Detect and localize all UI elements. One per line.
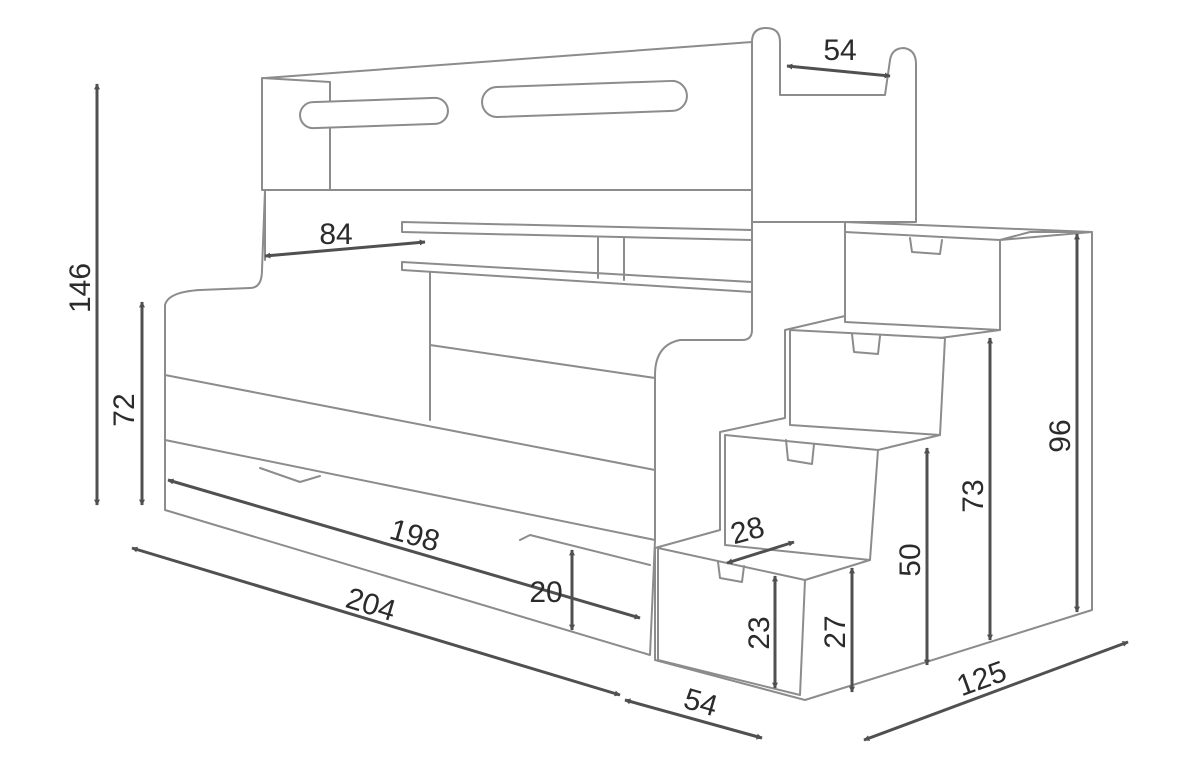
stairs (654, 221, 1093, 701)
label-204: 204 (342, 582, 400, 628)
ladder-post (751, 27, 917, 223)
arrow-204 (131, 546, 621, 697)
step-third (789, 329, 946, 436)
dimension-arrows (94, 63, 1129, 742)
dimension-labels: 146 72 84 54 198 204 20 54 125 28 23 27 … (64, 34, 1077, 723)
arrow-28 (726, 540, 795, 565)
arrow-54-bottom (624, 698, 763, 740)
label-27: 27 (819, 615, 852, 648)
label-72: 72 (108, 393, 141, 426)
upper-left-post (261, 77, 331, 191)
label-73: 73 (957, 479, 990, 512)
label-125: 125 (953, 655, 1011, 703)
label-146: 146 (64, 263, 97, 313)
step-first (657, 547, 806, 696)
label-50: 50 (894, 543, 927, 576)
arrow-125 (863, 640, 1129, 742)
arrow-84 (264, 239, 426, 259)
arrow-54-top (786, 63, 891, 79)
upper-slot-left (299, 96, 449, 130)
shelf-lower (401, 261, 753, 293)
upper-slot-right (481, 79, 688, 119)
label-23: 23 (743, 616, 776, 649)
label-54-top: 54 (823, 34, 856, 67)
label-96: 96 (1044, 419, 1077, 452)
label-84: 84 (319, 218, 352, 251)
label-20: 20 (529, 576, 562, 609)
step-top (844, 231, 1001, 331)
shelf (401, 221, 753, 241)
